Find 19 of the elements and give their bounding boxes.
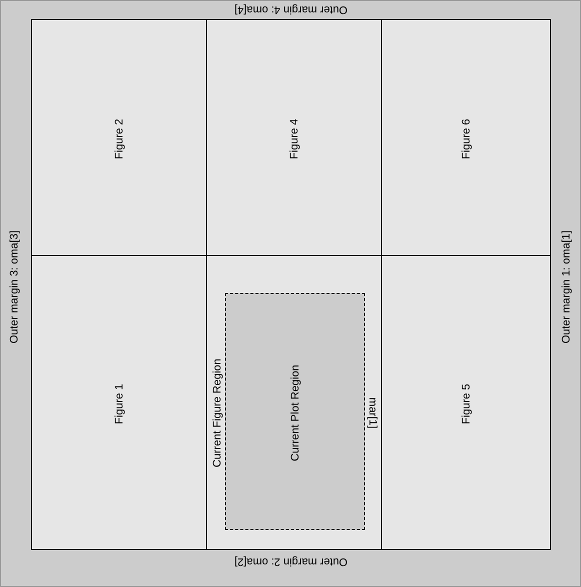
figure-region — [206, 19, 382, 256]
figure-region — [206, 255, 382, 550]
region-label: Current Figure Region — [212, 358, 224, 468]
margin-label: Outer margin 4: oma[4] — [234, 2, 348, 16]
margin-label: Outer margin 2: oma[2] — [234, 554, 348, 568]
figure-region — [31, 255, 207, 550]
figure-region — [31, 19, 207, 256]
plot-region — [225, 293, 365, 530]
margin-label: mar[1] — [366, 397, 378, 429]
margin-label: Outer margin 3: oma[3] — [8, 230, 22, 344]
region-label: Current Plot Region — [290, 364, 302, 461]
region-label: Figure 5 — [460, 383, 474, 424]
margin-label: Outer margin 1: oma[1] — [560, 230, 574, 344]
region-label: Figure 2 — [114, 118, 126, 159]
region-label: Figure 4 — [288, 118, 302, 159]
region-label: Figure 6 — [460, 118, 474, 159]
figure-region — [381, 255, 551, 550]
figure-region — [381, 19, 551, 256]
region-label: Figure 1 — [114, 383, 126, 424]
